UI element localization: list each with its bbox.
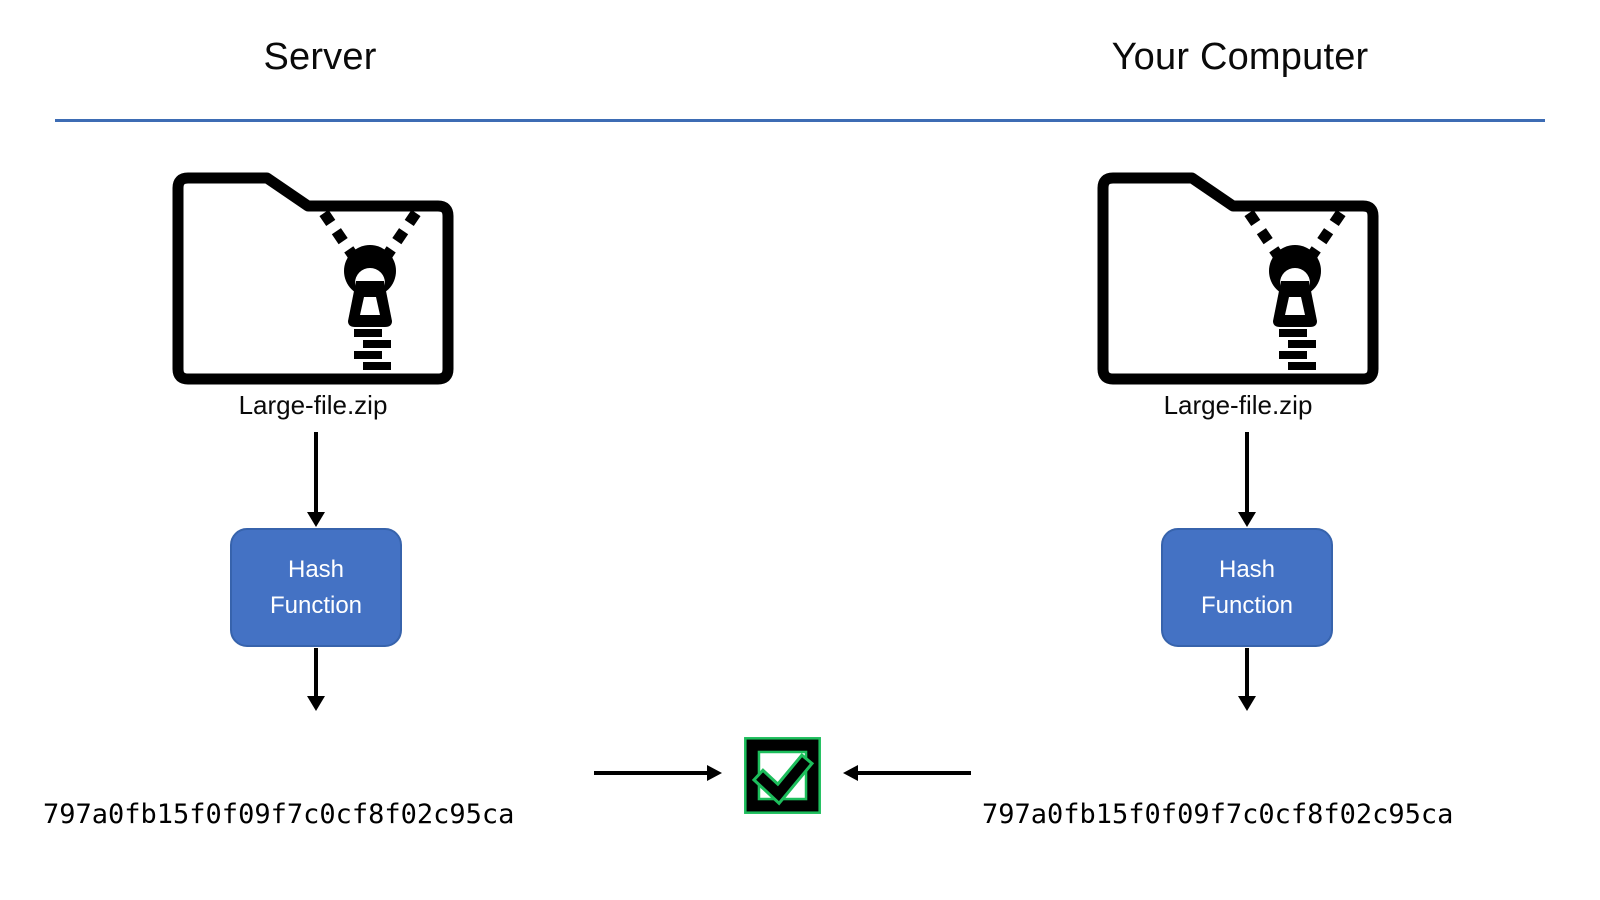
hash-function-label-line2: Function <box>1200 591 1294 619</box>
arrow-stem <box>314 432 318 512</box>
hash-line: 797a0fb15f0f09f7c0cf8f02c95ca <box>43 799 515 830</box>
arrow-stem <box>1245 648 1249 696</box>
arrow-hashfn-to-hash-server <box>306 648 326 711</box>
file-label-server: Large-file.zip <box>238 390 388 420</box>
header-divider-line <box>55 119 1545 122</box>
arrow-file-to-hashfn-server <box>306 432 326 527</box>
arrow-file-to-hashfn-your-computer <box>1237 432 1257 527</box>
arrow-stem <box>858 771 971 775</box>
arrow-left-head <box>843 765 858 781</box>
hash-function-box-your-computer: Hash Function <box>1161 528 1333 647</box>
hash-function-label-line1: Hash <box>287 555 345 583</box>
hash-line: 797a0fb15f0f09f7c0cf8f02c95ca <box>982 799 1454 830</box>
arrow-localhash-to-check <box>843 764 971 782</box>
server-column-title: Server <box>263 36 377 78</box>
your-computer-column-title: Your Computer <box>1111 36 1369 78</box>
hash-function-box-server: Hash Function <box>230 528 402 647</box>
zip-folder-icon-your-computer <box>1093 168 1383 390</box>
arrow-right-head <box>707 765 722 781</box>
hash-function-label-line2: Function <box>269 591 363 619</box>
arrow-down-head <box>1238 696 1256 711</box>
arrow-stem <box>314 648 318 696</box>
arrow-down-head <box>1238 512 1256 527</box>
file-label-your-computer: Large-file.zip <box>1163 390 1313 420</box>
arrow-stem <box>1245 432 1249 512</box>
arrow-down-head <box>307 512 325 527</box>
arrow-hashfn-to-hash-your-computer <box>1237 648 1257 711</box>
arrow-stem <box>594 771 707 775</box>
hash-value-server: 797a0fb15f0f09f7c0cf8f02c95ca 5438836d34… <box>43 712 514 900</box>
checkmark-box-icon <box>744 737 821 814</box>
hash-value-your-computer: 797a0fb15f0f09f7c0cf8f02c95ca 5438836d34… <box>982 712 1453 900</box>
zip-folder-icon-server <box>168 168 458 390</box>
arrow-down-head <box>307 696 325 711</box>
hash-function-label-line1: Hash <box>1218 555 1276 583</box>
arrow-serverhash-to-check <box>594 764 722 782</box>
